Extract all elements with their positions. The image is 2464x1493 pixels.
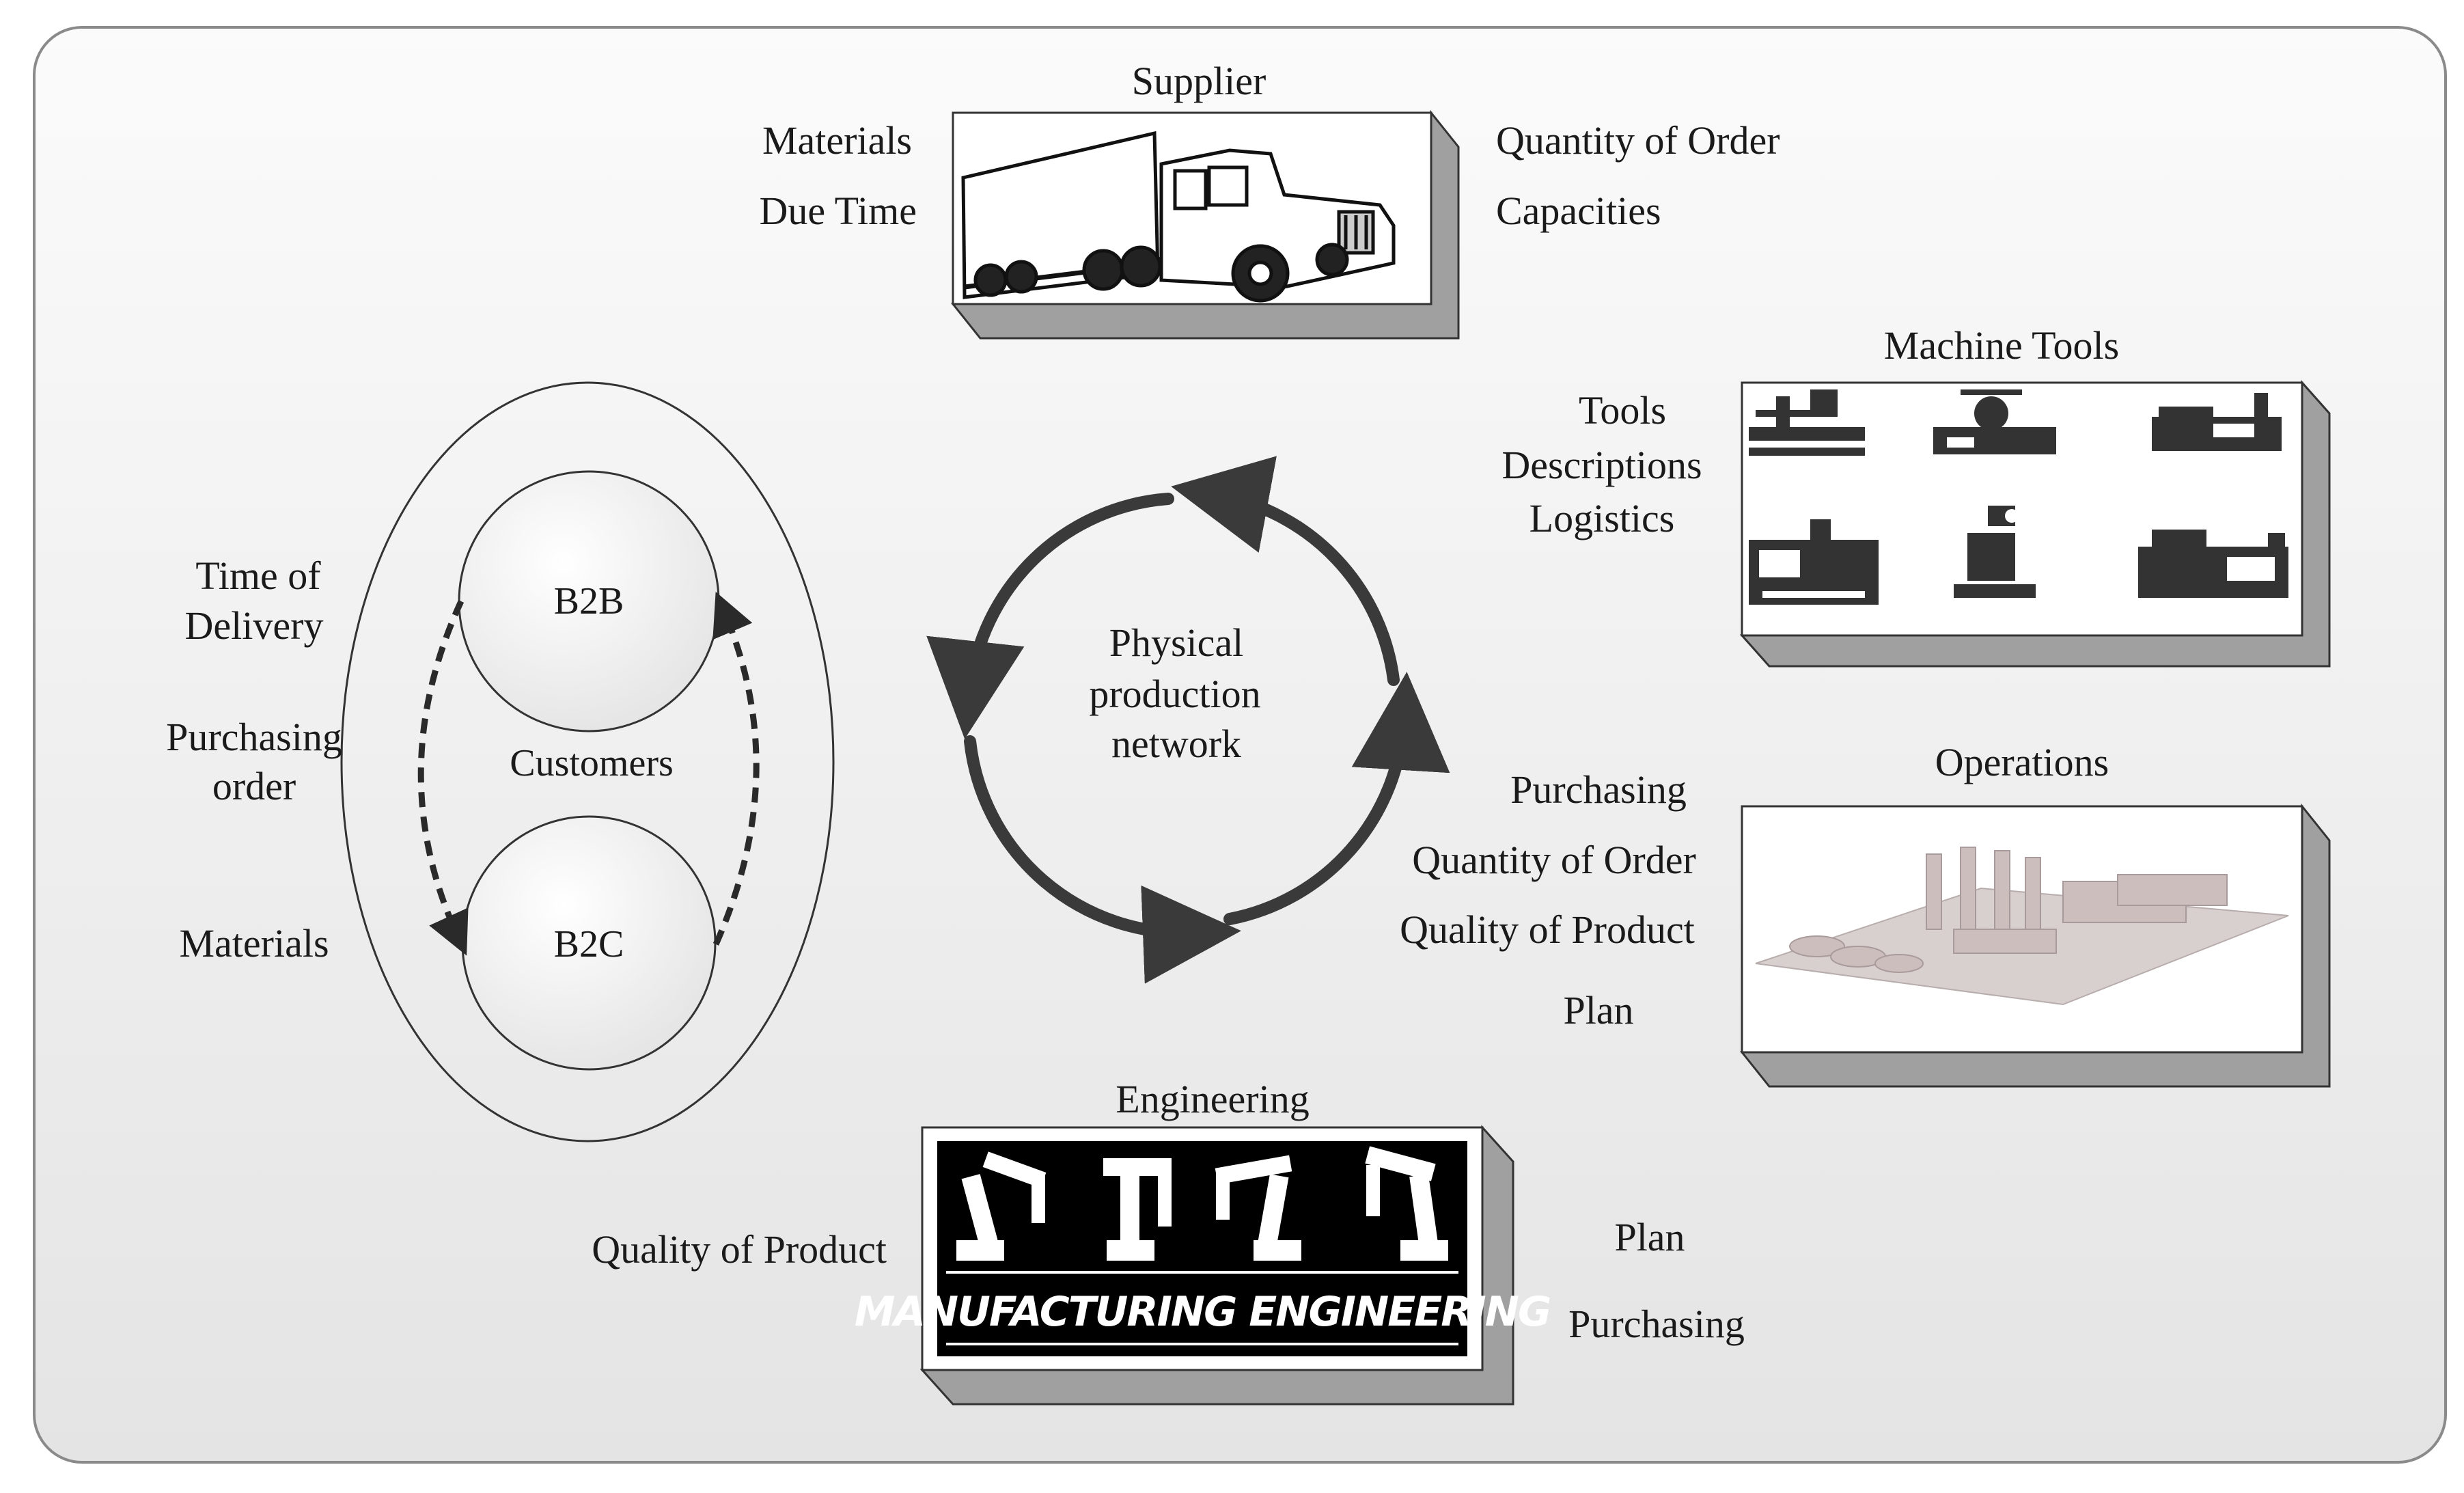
b2c-to-b2b-arrow <box>712 592 760 946</box>
customers-ellipse <box>340 381 835 1142</box>
engineering-label-quality: Quality of Product <box>592 1227 887 1272</box>
operations-title: Operations <box>1935 740 2109 784</box>
machine-tools-title: Machine Tools <box>1884 323 2119 368</box>
operations-label-quality: Quality of Product <box>1400 907 1695 952</box>
production-cycle <box>926 456 1450 984</box>
center-label-physical: Physical <box>1109 620 1244 665</box>
engineering-banner-text: MANUFACTURING ENGINEERING <box>855 1288 1550 1336</box>
operations-panel: Operations Purchasing Quantity of Order … <box>1400 740 2331 1088</box>
machine-tools-label-descriptions: Descriptions <box>1501 443 1702 487</box>
b2b-to-b2c-arrow <box>417 600 469 956</box>
industrial-robots-icon <box>946 1146 1458 1345</box>
factory-plant-icon <box>1755 847 2289 1006</box>
customers-group: B2B B2C Customers Time of Delivery Purch… <box>166 381 835 1142</box>
machine-tools-icons <box>1749 389 2288 605</box>
supplier-panel: Supplier Materials Due Time <box>760 59 1780 340</box>
machine-tools-label-tools: Tools <box>1579 388 1666 433</box>
center-label-network: network <box>1111 722 1241 766</box>
truck-icon <box>961 131 1396 303</box>
cycle-arrow-bottom-left <box>964 735 1241 984</box>
machine-tools-panel: Machine Tools <box>1501 323 2331 668</box>
operations-label-purchasing: Purchasing <box>1510 767 1687 812</box>
engineering-panel: Engineering <box>592 1077 1745 1406</box>
customers-label-order: order <box>212 764 296 808</box>
machine-tools-label-logistics: Logistics <box>1529 496 1675 540</box>
customers-label-purchasing: Purchasing <box>166 715 342 759</box>
b2b-label: B2B <box>554 580 624 622</box>
b2c-label: B2C <box>554 923 624 965</box>
engineering-title: Engineering <box>1116 1077 1309 1121</box>
cycle-arrow-top-left <box>926 493 1174 739</box>
operations-label-plan: Plan <box>1563 988 1633 1032</box>
customers-label-materials: Materials <box>179 921 329 965</box>
supplier-label-materials: Materials <box>762 118 912 163</box>
engineering-label-purchasing: Purchasing <box>1568 1302 1745 1346</box>
operations-label-quantity: Quantity of Order <box>1412 838 1696 882</box>
engineering-label-plan: Plan <box>1614 1215 1685 1259</box>
supplier-label-quantity: Quantity of Order <box>1496 118 1780 163</box>
supplier-title: Supplier <box>1132 59 1266 103</box>
customers-label: Customers <box>510 742 674 784</box>
center-label-production: production <box>1089 672 1260 716</box>
customers-label-time-of: Time of <box>195 553 321 598</box>
cycle-arrow-bottom-right <box>1223 672 1450 925</box>
supplier-label-capacities: Capacities <box>1496 189 1661 233</box>
customers-label-delivery: Delivery <box>185 603 324 648</box>
cycle-arrow-top-right <box>1171 456 1400 686</box>
supplier-label-due-time: Due Time <box>760 189 917 233</box>
